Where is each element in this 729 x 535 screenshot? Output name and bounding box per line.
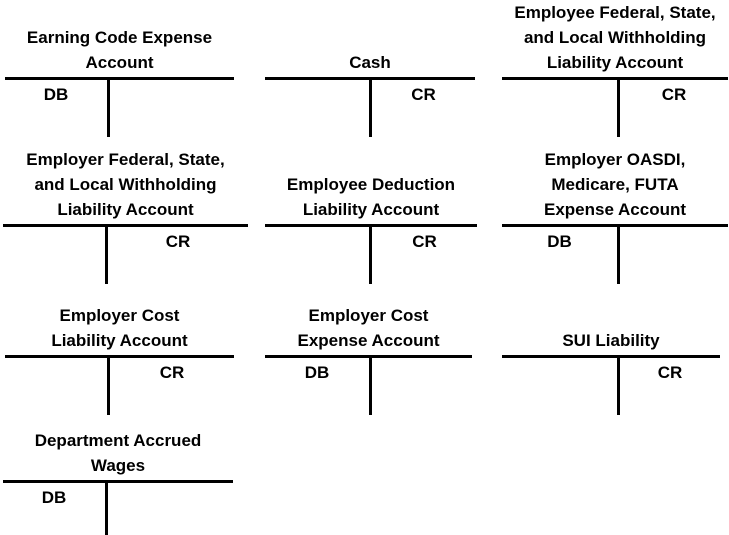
t-stem [107,80,110,137]
t-account-employer-withholding-liability: Employer Federal, State, and Local Withh… [3,147,248,284]
account-title: SUI Liability [562,331,660,350]
account-title: Employee Federal, State, and Local Withh… [514,3,716,72]
t-account-employer-cost-liability: Employer Cost Liability Account CR [5,303,234,415]
account-title: Employer Cost Expense Account [297,306,440,350]
account-title: Department Accrued Wages [34,431,202,475]
credit-label: CR [657,363,683,382]
t-bar: DB [3,480,233,535]
t-bar: CR [502,77,728,137]
t-stem [105,483,108,535]
account-title: Employer OASDI, Medicare, FUTA Expense A… [543,150,687,219]
t-bar: CR [502,355,720,415]
t-bar: CR [265,77,475,137]
t-stem [617,227,620,284]
t-bar: DB [265,355,472,415]
t-account-sui-liability: SUI Liability CR [502,328,720,415]
t-stem [369,80,372,137]
credit-label: CR [661,85,687,104]
t-account-employer-oasdi-medicare-futa-expense: Employer OASDI, Medicare, FUTA Expense A… [502,147,728,284]
account-title: Earning Code Expense Account [26,28,213,72]
account-title: Employer Federal, State, and Local Withh… [26,150,225,219]
t-account-employee-withholding-liability: Employee Federal, State, and Local Withh… [502,0,728,137]
t-account-employee-deduction-liability: Employee Deduction Liability Account CR [265,172,477,284]
t-bar: CR [5,355,234,415]
debit-label: DB [547,232,572,251]
t-bar: DB [5,77,234,137]
credit-label: CR [412,232,437,251]
account-title: Employer Cost Liability Account [51,306,188,350]
t-stem [369,358,372,415]
credit-label: CR [159,363,185,382]
debit-label: DB [41,488,67,507]
credit-label: CR [165,232,191,251]
debit-label: DB [43,85,69,104]
t-account-cash: Cash CR [265,50,475,137]
t-account-earning-code-expense: Earning Code Expense Account DB [5,25,234,137]
account-title: Employee Deduction Liability Account [286,175,456,219]
credit-label: CR [411,85,436,104]
t-stem [369,227,372,284]
t-stem [105,227,108,284]
account-title: Cash [349,53,391,72]
t-stem [617,80,620,137]
t-bar: CR [3,224,248,284]
t-stem [617,358,620,415]
t-bar: DB [502,224,728,284]
t-stem [107,358,110,415]
debit-label: DB [304,363,330,382]
t-account-employer-cost-expense: Employer Cost Expense Account DB [265,303,472,415]
t-bar: CR [265,224,477,284]
t-account-department-accrued-wages: Department Accrued Wages DB [3,428,233,535]
